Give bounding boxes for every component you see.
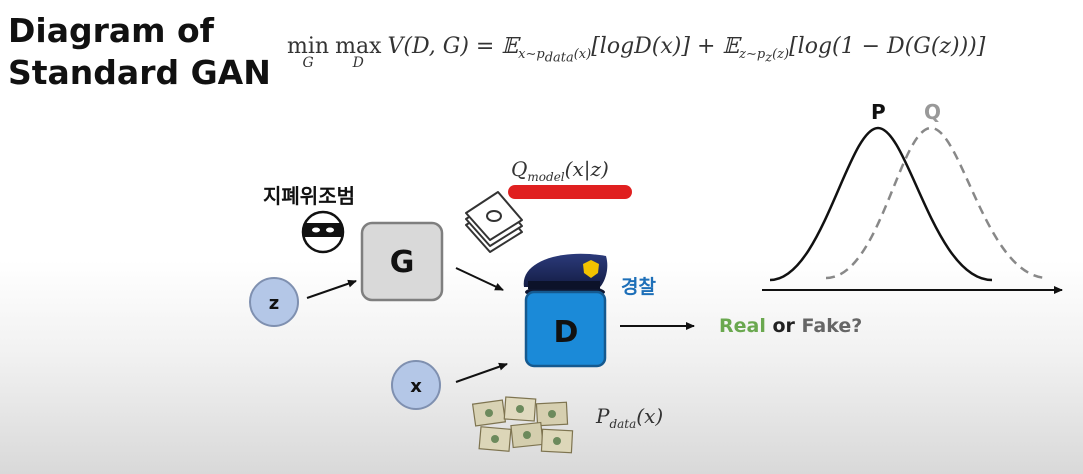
noise-node: z (249, 277, 299, 327)
discriminator-label: D (554, 315, 579, 350)
curve-p-label: P (871, 100, 886, 124)
verdict-real: Real (719, 315, 766, 337)
arrow-z-to-g (306, 279, 357, 299)
generator-node: G (360, 221, 444, 302)
q-model-label: Qmodel(x|z) (511, 157, 609, 184)
title-line-2: Standard GAN (8, 53, 271, 92)
police-label: 경찰 (621, 276, 656, 298)
real-sample-node: x (391, 360, 441, 410)
formula-sub-1: x∼pdata(x) (518, 47, 592, 66)
money-pile-icon (471, 396, 574, 454)
discriminator-node: D (524, 290, 607, 368)
q-model-highlight (508, 185, 632, 199)
formula-mid: [logD(x)] + 𝔼 (591, 34, 740, 59)
generator-label: G (390, 245, 415, 280)
arrow-x-to-d (455, 362, 508, 383)
formula-sub-2: z∼pz(z) (739, 47, 790, 66)
bandit-mask-icon (301, 210, 345, 254)
verdict-or: or (772, 315, 795, 337)
p-data-label: Pdata(x) (596, 404, 664, 431)
verdict-fake: Fake? (801, 315, 863, 337)
noise-label: z (269, 293, 279, 314)
curve-p (769, 126, 993, 282)
page-title: Diagram of Standard GAN (8, 10, 271, 94)
counterfeiter-label: 지폐위조범 (263, 184, 355, 208)
real-sample-label: x (410, 376, 422, 397)
arrow-g-to-d (455, 267, 504, 291)
formula-body: V(D, G) = 𝔼 (387, 34, 519, 59)
curve-q (825, 126, 1049, 280)
title-line-1: Diagram of (8, 11, 215, 50)
curve-q-label: Q (924, 100, 942, 124)
real-or-fake-verdict: Real or Fake? (719, 315, 862, 337)
cash-stack-icon (465, 191, 523, 253)
formula-tail: [log(1 − D(G(z)))] (789, 34, 986, 59)
